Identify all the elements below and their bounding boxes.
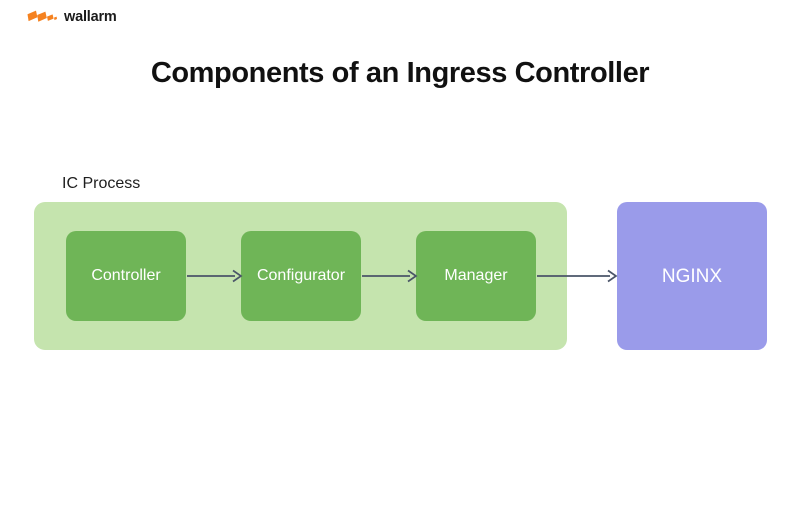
arrow-configurator-to-manager [362, 268, 418, 284]
node-manager-label: Manager [444, 267, 508, 284]
wallarm-bolt-icon [27, 10, 57, 25]
page-title: Components of an Ingress Controller [150, 57, 650, 90]
node-nginx-label: NGINX [661, 265, 723, 287]
node-controller[interactable]: Controller [66, 231, 186, 321]
node-configurator-label: Configurator [256, 267, 346, 284]
node-controller-label: Controller [91, 267, 161, 284]
wallarm-wordmark: wallarm [64, 8, 117, 25]
group-label-ic-process: IC Process [62, 175, 141, 192]
node-manager[interactable]: Manager [416, 231, 536, 321]
arrow-manager-to-nginx [537, 268, 618, 284]
arrow-controller-to-configurator [187, 268, 243, 284]
wallarm-logo[interactable]: wallarm [27, 7, 117, 27]
node-configurator[interactable]: Configurator [241, 231, 361, 321]
node-nginx[interactable]: NGINX [617, 202, 767, 350]
